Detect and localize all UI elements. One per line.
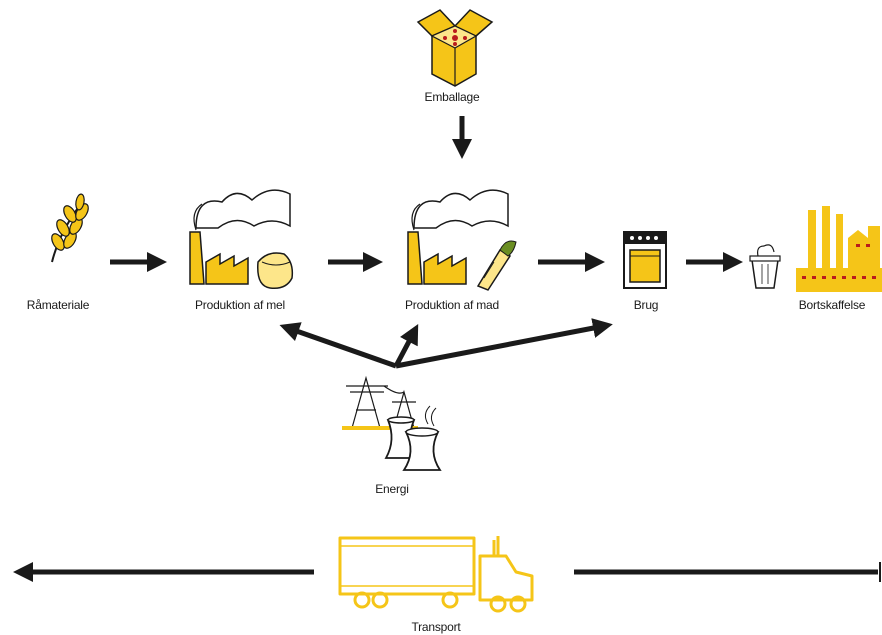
label-transport: Transport: [411, 620, 461, 634]
label-disposal: Bortskaffelse: [798, 298, 866, 312]
stove-icon: [623, 231, 667, 289]
arrow-energy-to-use: [395, 318, 613, 369]
arrow-energy-to-food: [393, 324, 419, 368]
pylon-icon: [346, 375, 416, 429]
truck-icon: [338, 536, 534, 613]
food-icon: [476, 240, 517, 291]
box-icon: [416, 9, 494, 87]
pylon-base: [342, 426, 418, 430]
flour-bag-icon: [257, 252, 294, 290]
label-use: Brug: [633, 298, 659, 312]
label-raw-materials: Råmateriale: [26, 298, 90, 312]
cooling-tower-icon: [384, 405, 442, 471]
factory-icon: [407, 189, 509, 285]
label-energy: Energi: [375, 482, 409, 496]
label-packaging: Emballage: [424, 90, 480, 104]
label-flour-production: Produktion af mel: [195, 298, 285, 312]
label-food-production: Produktion af mad: [405, 298, 499, 312]
power-plant-icon: [796, 206, 882, 292]
trash-can-icon: [749, 244, 781, 289]
factory-icon: [189, 189, 291, 285]
wheat-icon: [51, 193, 89, 263]
arrow-energy-to-flour: [279, 322, 397, 369]
